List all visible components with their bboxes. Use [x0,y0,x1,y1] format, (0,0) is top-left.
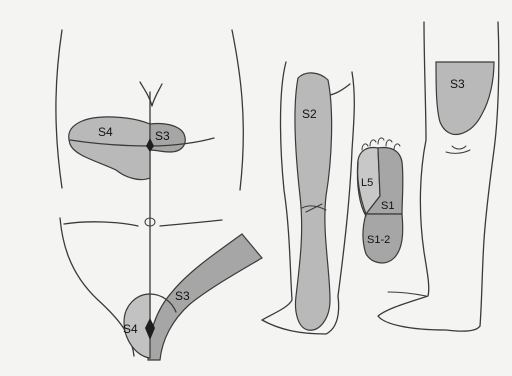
sole-l5-label: L5 [361,177,373,189]
groin-anterior-figure: S3 S4 [60,218,262,360]
calf-s3-zone [436,62,494,135]
thigh-s2-label: S2 [302,107,317,121]
sole-s1-label: S1 [381,200,394,212]
sole-s12-label: S1-2 [367,234,390,246]
groin-s3-label: S3 [175,289,190,303]
posterior-leg-figure: S2 [262,62,354,334]
calf-s3-label: S3 [450,77,465,91]
groin-s4-label: S4 [123,322,138,336]
groin-s3-zone [148,234,262,360]
perineum-s3-label: S3 [155,129,170,143]
sole-of-foot-figure: L5 S1 S1-2 [357,138,402,263]
perineum-s4-label: S4 [98,125,113,139]
